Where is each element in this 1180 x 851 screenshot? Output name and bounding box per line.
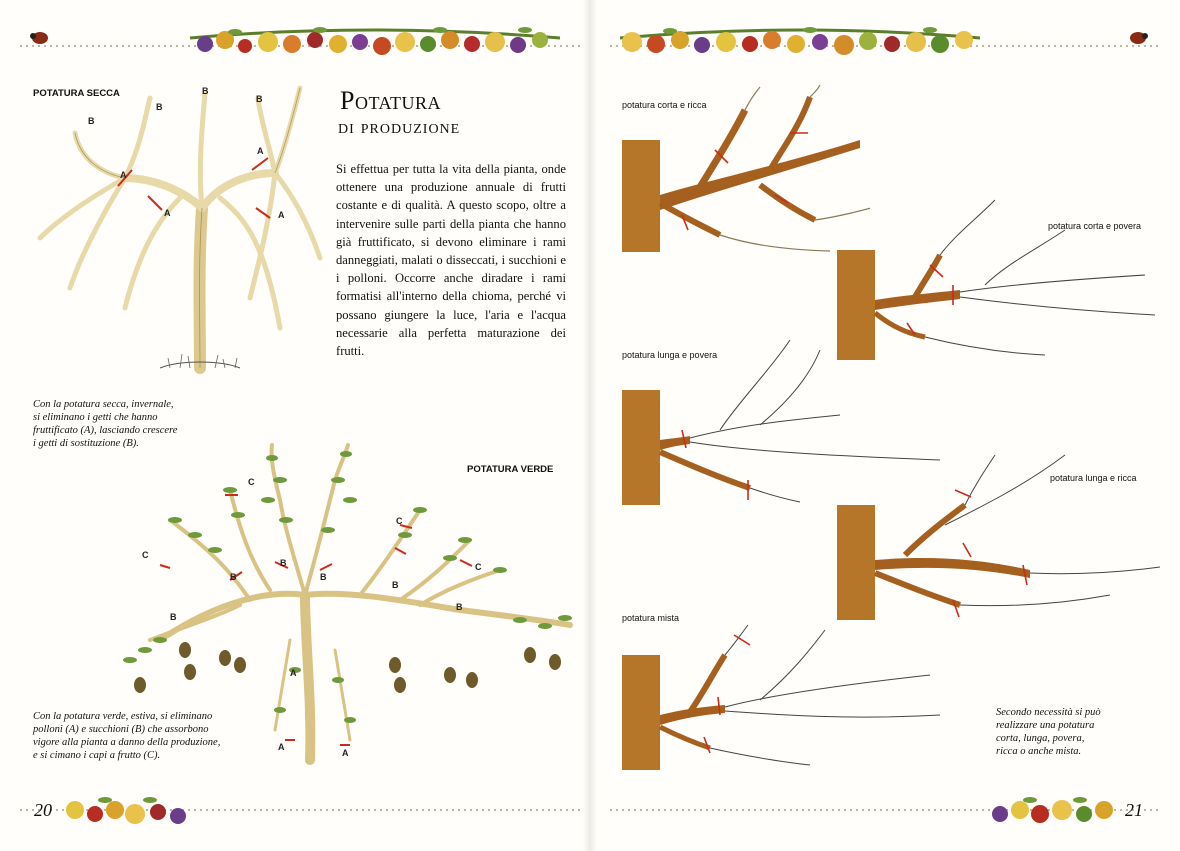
label-potatura-corta-povera: potatura corta e povera	[1048, 221, 1142, 231]
caption-dry-pruning: Con la potatura secca, invernale, si eli…	[33, 398, 177, 450]
marker-b: B	[256, 94, 263, 104]
marker-a: A	[278, 210, 285, 220]
caption-line: realizzare una potatura	[996, 720, 1095, 731]
section-body-paragraph: Si effettua per tutta la vita della pian…	[336, 162, 566, 359]
label-potatura-mista: potatura mista	[622, 613, 680, 623]
top-right-fruit-border	[610, 27, 1160, 55]
marker-b: B	[320, 572, 327, 582]
marker-b: B	[170, 612, 177, 622]
ladybug-icon	[1130, 32, 1148, 44]
dry-pruning-tree-illustration: A A A A B B B B	[37, 85, 323, 374]
branch-illustration-long-rich	[837, 454, 1161, 620]
section-title-line2: di produzione	[338, 116, 461, 138]
marker-a: A	[120, 170, 127, 180]
fruit-garland-icon	[619, 27, 981, 55]
fruit-garland-icon	[189, 27, 561, 55]
caption-line: i getti di sostituzione (B).	[33, 438, 139, 449]
marker-b: B	[202, 86, 209, 96]
label-potatura-corta-ricca: potatura corta e ricca	[622, 100, 707, 110]
book-gutter	[583, 0, 597, 851]
marker-a: A	[257, 146, 264, 156]
caption-line: corta, lunga, povera,	[996, 733, 1085, 744]
marker-b: B	[230, 572, 237, 582]
marker-c: C	[142, 550, 149, 560]
branch-illustration-mixed	[622, 624, 941, 770]
marker-b: B	[280, 558, 287, 568]
label-potatura-verde: POTATURA VERDE	[467, 464, 554, 475]
caption-line: vigore alla pianta a danno della produzi…	[33, 737, 221, 748]
ladybug-icon	[30, 32, 48, 44]
marker-b: B	[88, 116, 95, 126]
label-potatura-secca: POTATURA SECCA	[33, 88, 120, 99]
label-potatura-lunga-ricca: potatura lunga e ricca	[1050, 473, 1137, 483]
branch-illustration-short-poor	[837, 199, 1156, 360]
caption-line: ricca o anche mista.	[996, 746, 1082, 757]
left-page	[0, 0, 590, 851]
caption-line: Con la potatura secca, invernale,	[33, 399, 174, 410]
marker-c: C	[475, 562, 482, 572]
section-title-line1: Potatura	[340, 86, 442, 115]
marker-a: A	[278, 742, 285, 752]
marker-c: C	[248, 477, 255, 487]
marker-a: A	[290, 668, 297, 678]
branch-illustration-short-rich	[622, 85, 870, 252]
caption-right-page: Secondo necessità si può realizzare una …	[996, 706, 1101, 758]
marker-b: B	[156, 102, 163, 112]
label-potatura-lunga-povera: potatura lunga e povera	[622, 350, 718, 360]
caption-green-pruning: Con la potatura verde, estiva, si elimin…	[33, 710, 220, 762]
bottom-right-fruit-border	[610, 797, 1160, 823]
marker-a: A	[164, 208, 171, 218]
caption-line: polloni (A) e succhioni (B) che assorbon…	[33, 724, 209, 735]
caption-line: fruttificato (A), lasciando crescere	[33, 425, 178, 436]
branch-illustration-long-poor	[622, 339, 941, 505]
caption-line: Con la potatura verde, estiva, si elimin…	[33, 711, 213, 722]
page-number-right: 21	[1125, 800, 1143, 820]
caption-line: Secondo necessità si può	[996, 707, 1101, 718]
caption-line: e si cimano i capi a frutto (C).	[33, 750, 161, 761]
caption-line: si eliminano i getti che hanno	[33, 412, 158, 423]
green-pruning-tree-illustration: C C C C B B B B B B A A A	[123, 443, 573, 765]
marker-a: A	[342, 748, 349, 758]
marker-b: B	[392, 580, 399, 590]
top-left-fruit-border	[20, 27, 580, 55]
fruit-cluster-icon	[66, 797, 186, 824]
fruit-cluster-icon	[992, 797, 1113, 823]
marker-c: C	[396, 516, 403, 526]
bottom-left-fruit-border	[20, 797, 580, 824]
marker-b: B	[456, 602, 463, 612]
page-number-left: 20	[34, 800, 52, 820]
